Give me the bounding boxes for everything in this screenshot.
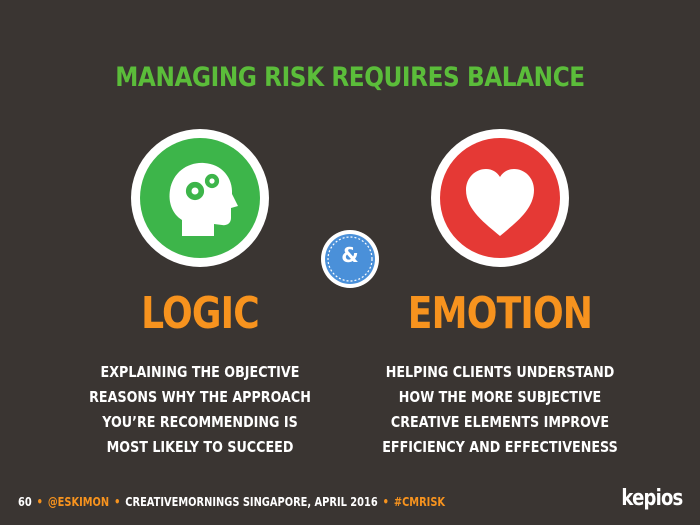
logic-description: EXPLAINING THE OBJECTIVE REASONS WHY THE…	[77, 360, 323, 460]
ampersand-label: &	[341, 243, 359, 267]
description-line: EXPLAINING THE OBJECTIVE	[100, 363, 300, 381]
emotion-circle	[431, 129, 569, 267]
description-line: HELPING CLIENTS UNDERSTAND	[385, 363, 615, 381]
page-number: 60	[18, 495, 32, 509]
description-line: MOST LIKELY TO SUCCEED	[106, 438, 294, 456]
heart-icon	[466, 169, 534, 236]
hashtag: #CMRISK	[393, 495, 446, 509]
logic-heading: LOGIC	[141, 288, 260, 339]
logic-circle	[131, 129, 269, 267]
emotion-heading: EMOTION	[407, 288, 593, 339]
emotion-description: HELPING CLIENTS UNDERSTAND HOW THE MORE …	[377, 360, 623, 460]
ampersand-badge	[321, 230, 379, 288]
head-with-gears-icon	[169, 162, 238, 236]
description-line: YOU’RE RECOMMENDING IS	[102, 413, 298, 431]
slide-title: MANAGING RISK REQUIRES BALANCE	[115, 62, 585, 93]
description-line: EFFICIENCY AND EFFECTIVENESS	[382, 438, 618, 456]
description-line: REASONS WHY THE APPROACH	[89, 388, 311, 406]
kepios-logo: kepios	[620, 486, 683, 511]
twitter-handle: @ESKIMON	[47, 495, 110, 509]
description-line: CREATIVE ELEMENTS IMPROVE	[390, 413, 610, 431]
footer: 60•@ESKIMON•CREATIVEMORNINGS SINGAPORE, …	[18, 495, 446, 509]
description-line: HOW THE MORE SUBJECTIVE	[398, 388, 602, 406]
event-name: CREATIVEMORNINGS SINGAPORE, APRIL 2016	[125, 495, 378, 509]
